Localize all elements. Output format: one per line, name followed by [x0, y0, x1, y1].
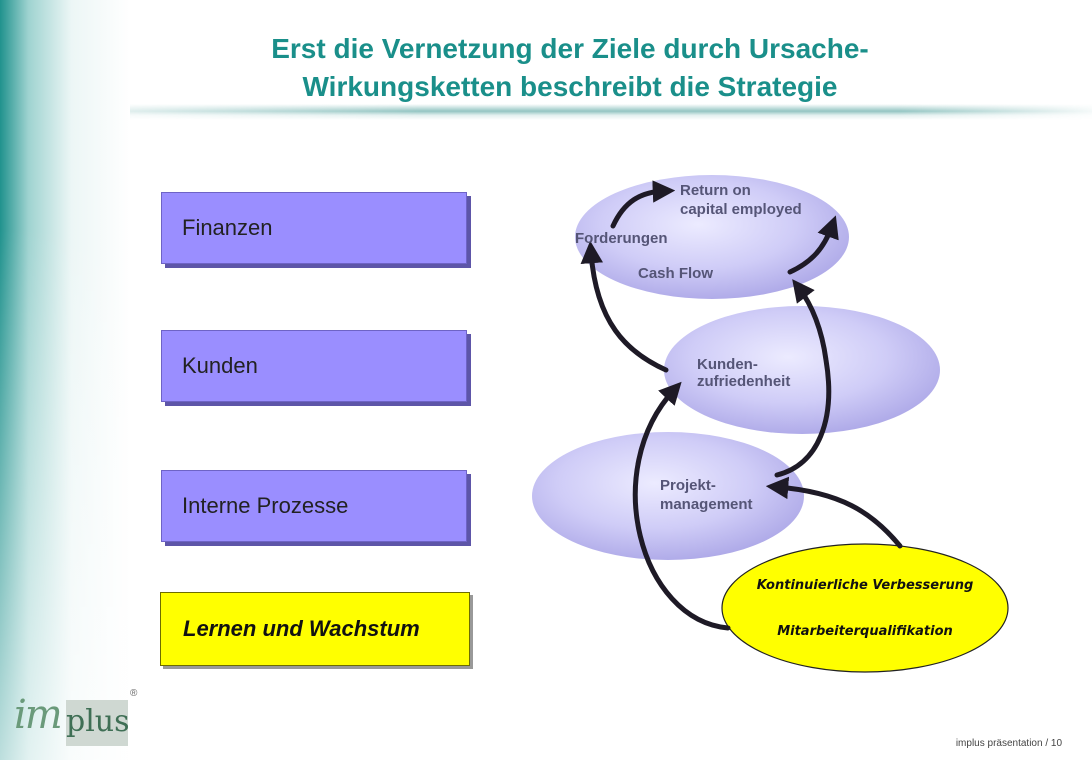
node-cashflow: Cash Flow [638, 265, 713, 282]
ellipse-prozesse [532, 432, 804, 560]
node-kunden-line1: Kunden- [697, 356, 758, 373]
ellipse-lernen [721, 543, 1009, 673]
perspective-label: Lernen und Wachstum [183, 616, 420, 641]
ellipse-kunden [664, 306, 940, 434]
perspective-label: Kunden [182, 353, 258, 378]
node-projekt-line1: Projekt- [660, 477, 716, 494]
arrow-forderungen-to-roce [610, 180, 676, 229]
arrow-mitarbeiter-to-kunden [632, 381, 731, 631]
title-line-1: Erst die Vernetzung der Ziele durch Ursa… [271, 33, 869, 64]
logo-registered: ® [130, 688, 138, 699]
perspective-finanzen: Finanzen [161, 192, 467, 264]
logo-script: im [14, 692, 63, 738]
title-line-2: Wirkungsketten beschreibt die Strategie [302, 71, 838, 102]
arrow-projekt-to-cashflow [774, 279, 832, 478]
node-mitarbeiterqualifikation: Mitarbeiterqualifikation [777, 624, 953, 639]
title-underline [130, 104, 1092, 120]
node-roce-line2: capital employed [680, 201, 802, 218]
perspective-label: Interne Prozesse [182, 493, 349, 518]
arrow-lernen-to-projekt [765, 476, 903, 549]
slide-title: Erst die Vernetzung der Ziele durch Ursa… [180, 30, 960, 106]
node-roce-line1: Return on [680, 182, 751, 199]
company-logo: im plus ® [10, 688, 137, 748]
node-kontinuierliche-verbesserung: Kontinuierliche Verbesserung [757, 578, 974, 593]
perspective-kunden: Kunden [161, 330, 467, 402]
ellipse-finanzen [575, 175, 849, 299]
node-projekt-line2: management [660, 496, 753, 513]
perspective-label: Finanzen [182, 215, 273, 240]
perspective-interne-prozesse: Interne Prozesse [161, 470, 467, 542]
logo-plus: plus [66, 700, 130, 746]
perspective-lernen-wachstum: Lernen und Wachstum [160, 592, 470, 666]
left-gradient-band [0, 0, 130, 760]
node-forderungen: Forderungen [575, 230, 668, 247]
footer-page-label: implus präsentation / 10 [955, 738, 1062, 749]
arrow-kunden-to-forderungen [580, 240, 669, 373]
arrow-cashflow-to-roce [787, 215, 839, 275]
node-kunden-line2: zufriedenheit [697, 373, 790, 390]
